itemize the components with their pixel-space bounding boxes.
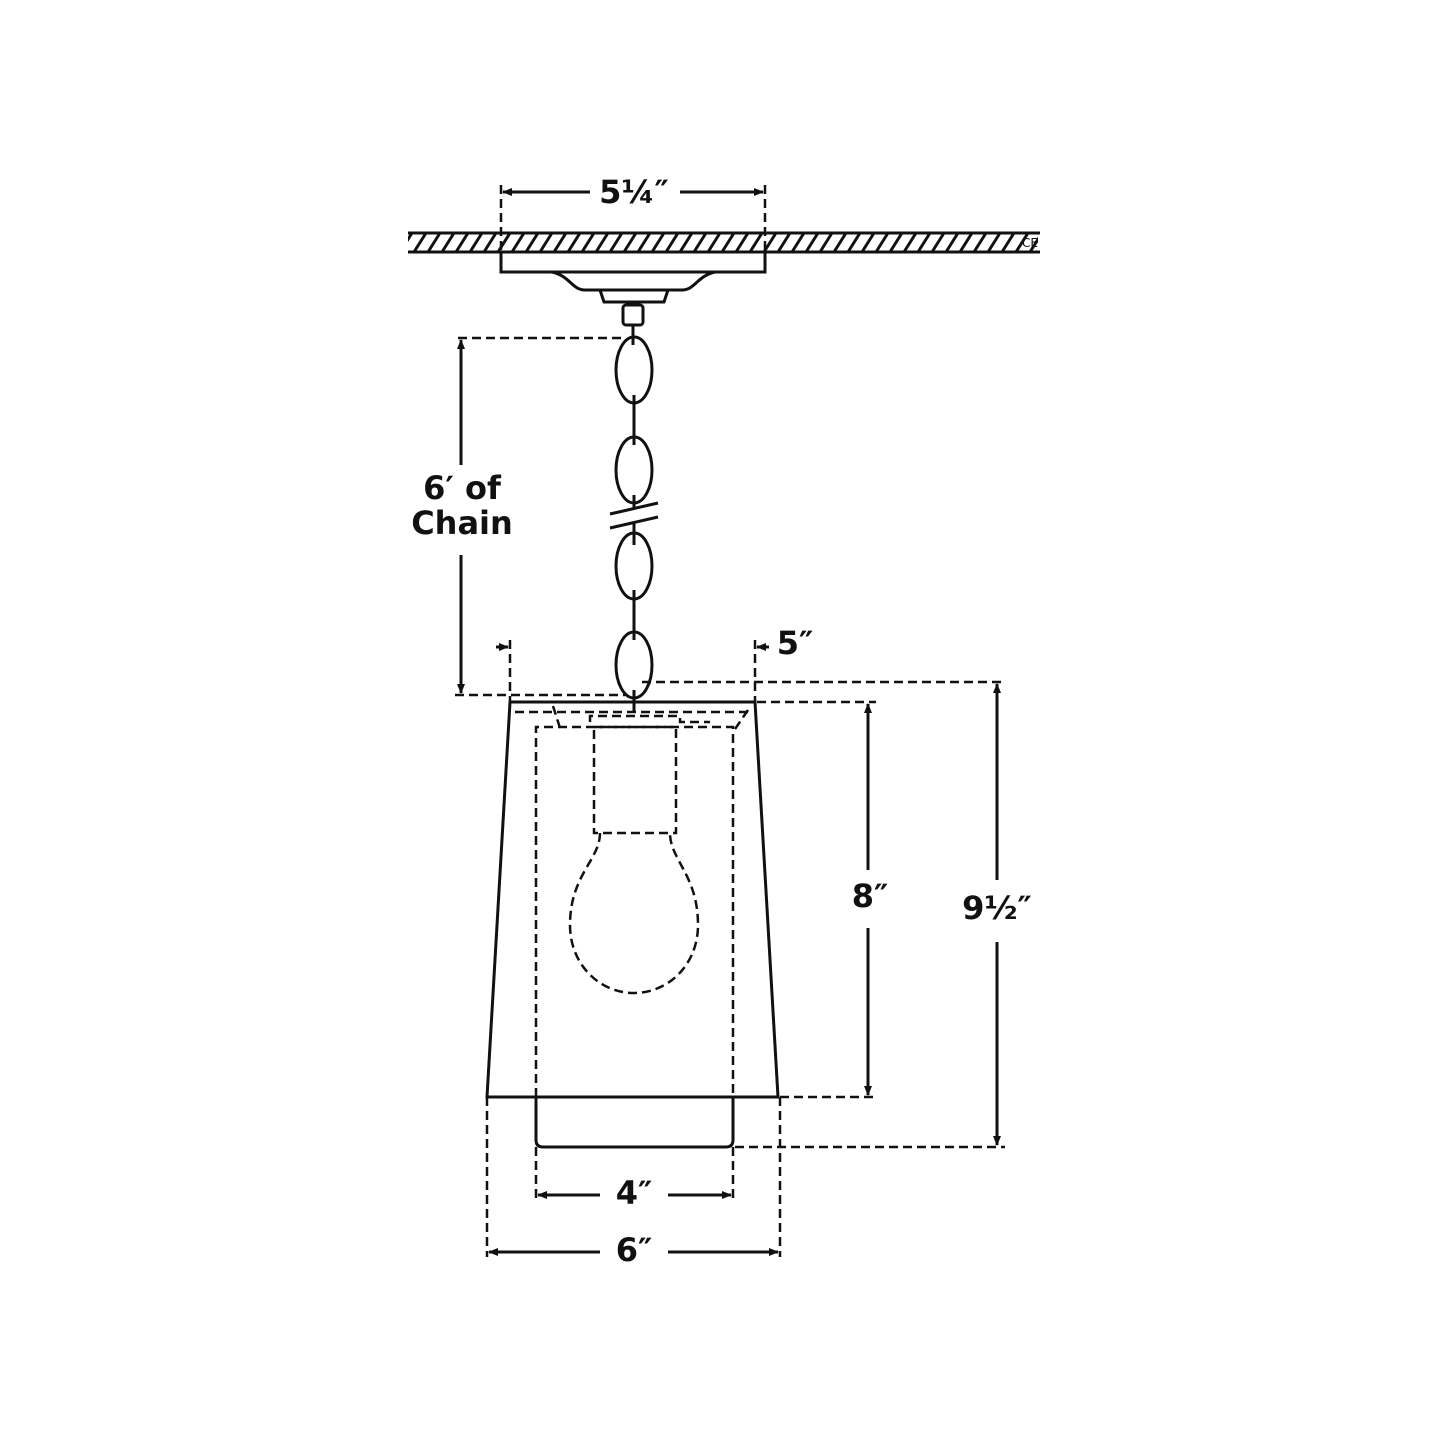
hatch-line [538, 232, 554, 253]
hatch-line [426, 232, 442, 253]
hatch-line [818, 232, 834, 253]
hatch-line [902, 232, 918, 253]
hatch-line [566, 232, 582, 253]
hatch-line [440, 232, 456, 253]
hatch-line [776, 232, 792, 253]
hatch-line [1058, 233, 1070, 252]
hatch-line [580, 232, 596, 253]
hatch-line [832, 232, 848, 253]
hatch-line [594, 232, 610, 253]
shade-height-dimension: 8″ [757, 700, 889, 1099]
hatch-line [678, 232, 694, 253]
hatch-line [748, 232, 764, 253]
hatch-line [454, 232, 470, 253]
chain-length-label-line2: Chain [411, 504, 513, 542]
diffuser-width-dimension: 4″ [534, 1147, 735, 1212]
hatch-line [944, 232, 960, 253]
hatch-line [1044, 233, 1056, 252]
diffuser [534, 725, 735, 1149]
hatch-line [408, 232, 414, 243]
diffuser-width-label: 4″ [616, 1174, 653, 1212]
hatch-line [664, 232, 680, 253]
hatch-line [692, 232, 708, 253]
hatch-line [622, 232, 638, 253]
hatch-line [930, 232, 946, 253]
hatch-line [706, 232, 722, 253]
hatch-line [958, 232, 974, 253]
hatch-line [846, 232, 862, 253]
hatch-line [482, 232, 498, 253]
hatch-line [860, 232, 876, 253]
hatch-line [552, 232, 568, 253]
hatch-line [790, 232, 806, 253]
hatch-line [510, 232, 526, 253]
hatch-line [1014, 232, 1030, 253]
hatch-line [916, 232, 932, 253]
hatch-line [804, 232, 820, 253]
hatch-line [874, 232, 890, 253]
bulb [568, 725, 700, 995]
shade-width-dimension: 6″ [485, 1097, 782, 1269]
ceiling-label: CE [1022, 236, 1038, 250]
hatch-line [972, 232, 988, 253]
hatch-line [1028, 236, 1038, 253]
overall-height-label: 9½″ [962, 889, 1032, 927]
shade-width-label: 6″ [616, 1231, 653, 1269]
top-diameter-label: 5″ [777, 624, 814, 662]
chain [609, 325, 659, 712]
hatch-line [734, 232, 750, 253]
hatch-line [412, 232, 428, 253]
hatch-line [1000, 232, 1016, 253]
chain-length-dimension: 6′ of Chain [411, 336, 625, 697]
hatch-line [524, 232, 540, 253]
shade [485, 700, 780, 1099]
canopy [499, 250, 767, 327]
hatch-line [720, 232, 736, 253]
hatch-line [650, 232, 666, 253]
overall-height-dimension: 9½″ [642, 680, 1032, 1149]
canopy-width-dimension: 5¼″ [499, 173, 767, 252]
hatch-line [468, 232, 484, 253]
hatch-line [608, 232, 624, 253]
shade-height-label: 8″ [852, 877, 889, 915]
hatch-line [636, 232, 652, 253]
top-diameter-dimension: 5″ [496, 624, 813, 702]
hatch-line [888, 232, 904, 253]
hatch-line [986, 232, 1002, 253]
chain-length-label-line1: 6′ of [423, 469, 502, 507]
canopy-width-label: 5¼″ [599, 173, 669, 211]
